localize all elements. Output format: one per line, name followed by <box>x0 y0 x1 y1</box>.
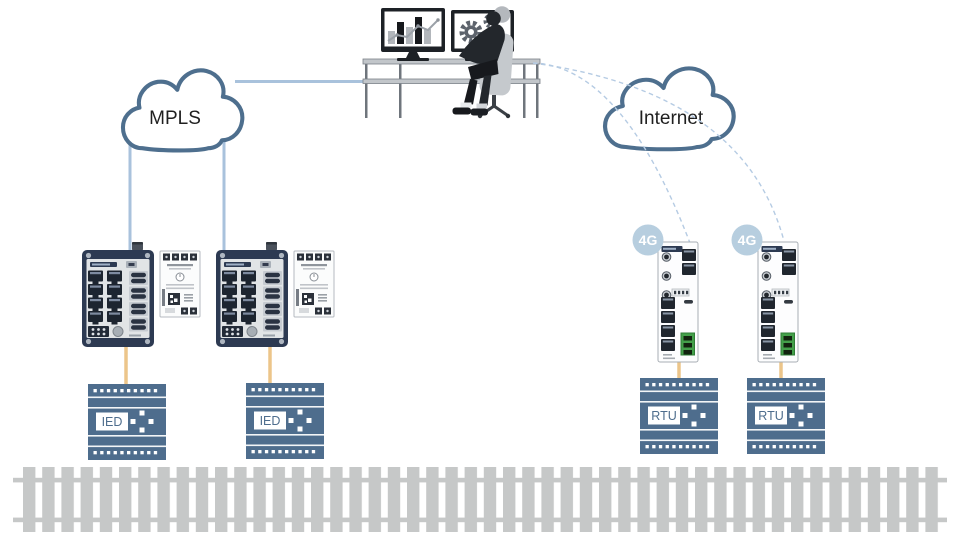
rail-top <box>13 477 947 483</box>
dashboard-monitor <box>381 8 445 61</box>
rtu-device-1: RTU <box>640 378 718 454</box>
ied-device-1: IED <box>88 384 166 460</box>
internet-4g-link-2 <box>532 62 785 242</box>
mpls-cloud: MPLS <box>123 70 242 150</box>
rail-bottom <box>13 517 947 523</box>
internet-cloud: Internet <box>605 68 734 149</box>
control-center-workstation <box>362 6 541 119</box>
ied-device-label: IED <box>260 414 281 428</box>
operator-head <box>486 11 501 26</box>
ied-device-label: IED <box>102 415 123 429</box>
rtu-device-2: RTU <box>747 378 825 454</box>
railway-ties <box>23 467 944 532</box>
ethernet-switch-group-1 <box>82 242 200 347</box>
4g-badge-2: 4G <box>731 224 763 256</box>
desk <box>362 58 541 118</box>
internet-cloud-label: Internet <box>639 108 704 129</box>
cellular-router-1 <box>658 242 698 362</box>
railway-track <box>13 467 947 532</box>
4g-badge-label: 4G <box>738 232 757 248</box>
ethernet-switch-group-2 <box>216 242 334 347</box>
cellular-router-2 <box>758 242 798 362</box>
4g-badge-label: 4G <box>639 232 658 248</box>
bar-chart-icon <box>387 17 440 44</box>
rtu-device-label: RTU <box>651 409 676 423</box>
operator-person <box>452 6 511 116</box>
ied-device-2: IED <box>246 383 324 459</box>
internet-4g-link-1 <box>532 62 691 244</box>
rtu-device-label: RTU <box>758 409 783 423</box>
mpls-cloud-label: MPLS <box>149 108 201 129</box>
4g-badge-1: 4G <box>632 224 664 256</box>
